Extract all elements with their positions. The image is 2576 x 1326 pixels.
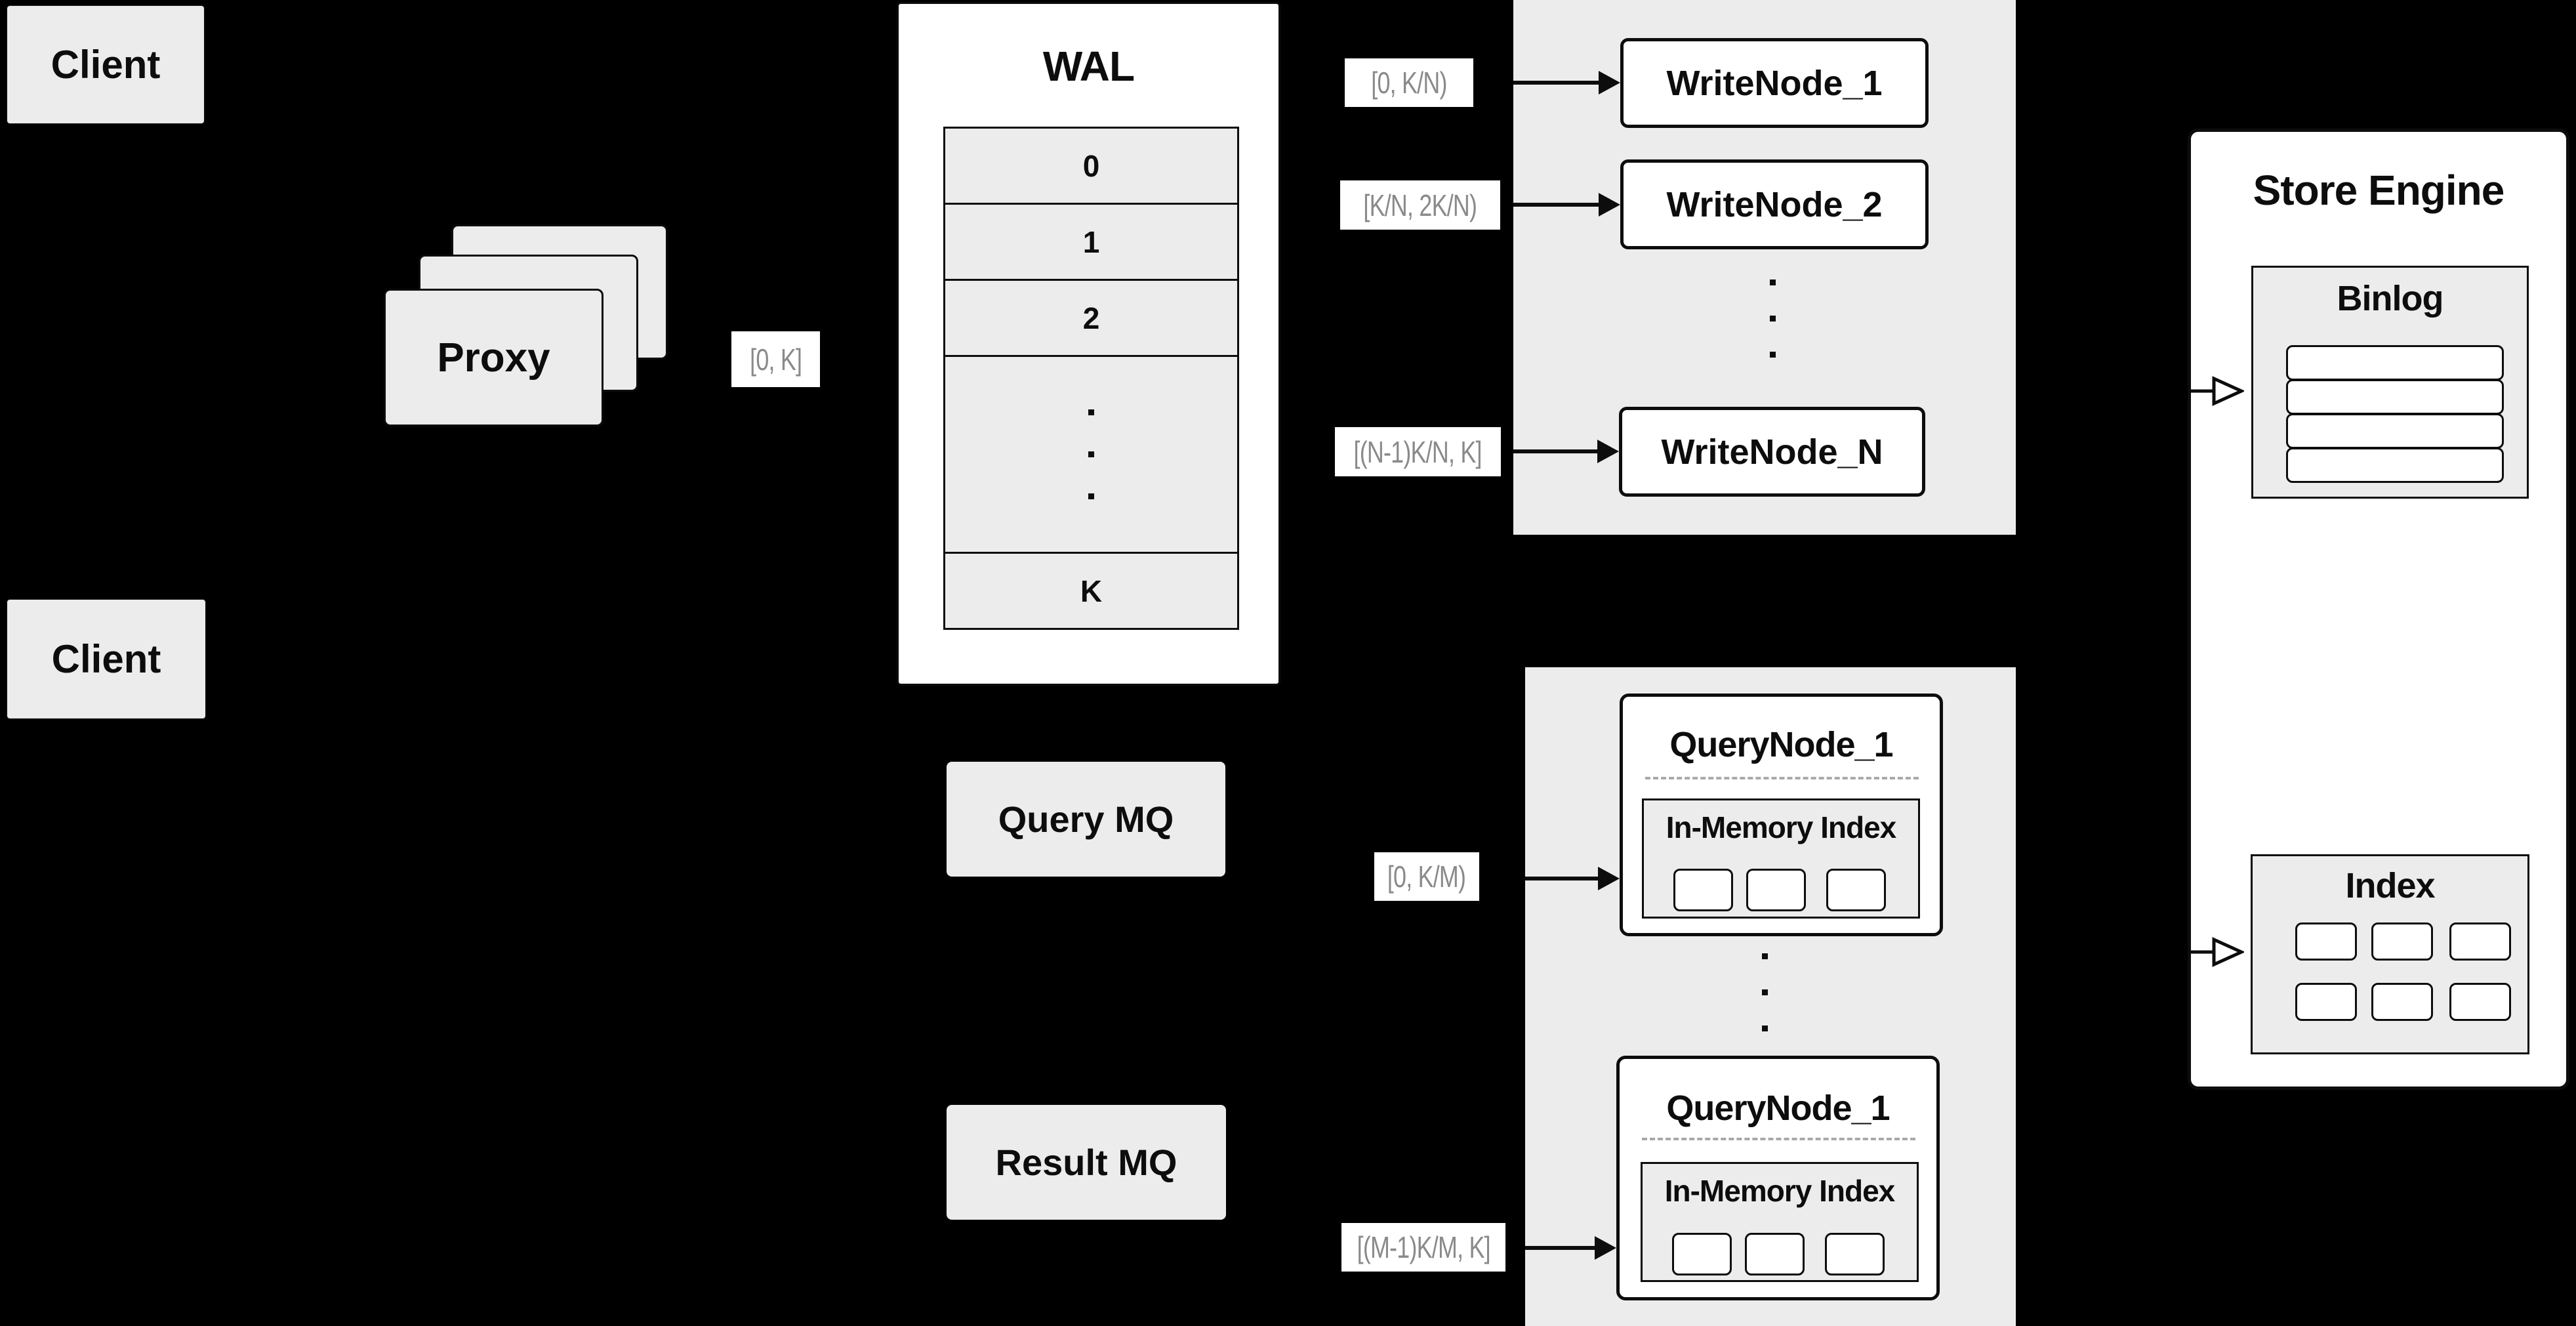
wal-row-1: 1: [945, 205, 1237, 281]
client-top-label: Client: [51, 43, 161, 87]
proxy-range-label: [0, K]: [731, 331, 820, 387]
arrow-to-writenode-2: [1513, 193, 1620, 217]
index-chip: [2449, 922, 2511, 961]
proxy-label: Proxy: [437, 335, 550, 381]
index-box: Index: [2251, 854, 2529, 1054]
store-engine-box: Store Engine Binlog Index: [2188, 129, 2569, 1090]
writenode-1-box: WriteNode_1: [1620, 38, 1929, 128]
arrow-to-querynode-m: [1525, 1236, 1616, 1260]
wal-row-2: 2: [945, 281, 1237, 357]
query-range-label-1: [0, K/M): [1374, 852, 1479, 901]
writenode-2-box: WriteNode_2: [1620, 159, 1929, 249]
index-title: Index: [2345, 866, 2435, 905]
wal-row-k: K: [1080, 573, 1103, 608]
querynode-m-title: QueryNode_1: [1666, 1088, 1890, 1128]
index-chip: [2295, 983, 2357, 1021]
client-box-bottom: Client: [6, 598, 207, 720]
querynode-m-dashed-divider: [1642, 1138, 1915, 1140]
querynode-1-box: QueryNode_1 In-Memory Index: [1620, 694, 1943, 936]
binlog-row: [2286, 379, 2504, 415]
binlog-box: Binlog: [2251, 266, 2529, 499]
binlog-row: [2286, 413, 2504, 449]
proxy-card-front: Proxy: [384, 289, 603, 426]
query-mq-box: Query MQ: [947, 762, 1225, 877]
index-chip: [2371, 983, 2433, 1021]
writenodes-ellipsis-dots: [1770, 280, 1776, 358]
wal-title: WAL: [1042, 43, 1135, 90]
binlog-row: [2286, 447, 2504, 483]
wal-row-ellipsis: [945, 357, 1237, 554]
store-engine-title: Store Engine: [2253, 167, 2505, 214]
write-range-label-n: [(N-1)K/N, K]: [1335, 427, 1501, 476]
wal-row-0: 0: [945, 129, 1237, 205]
segment-chip: [1825, 1233, 1885, 1275]
querynodes-ellipsis-dots: [1762, 953, 1768, 1031]
querynode-1-title: QueryNode_1: [1669, 725, 1893, 764]
segment-chip: [1746, 869, 1806, 911]
querynode-1-dashed-divider: [1645, 777, 1919, 779]
arrow-to-writenode-n: [1513, 440, 1619, 463]
query-range-label-m: [(M-1)K/M, K]: [1341, 1223, 1505, 1272]
write-range-label-1: [0, K/N): [1345, 58, 1473, 107]
index-chip: [2295, 922, 2357, 961]
index-chip: [2371, 922, 2433, 961]
wal-table: 0 1 2 K: [943, 127, 1239, 630]
segment-chip: [1826, 869, 1886, 911]
querynode-m-box: QueryNode_1 In-Memory Index: [1616, 1056, 1940, 1300]
arrow-to-index: [2188, 937, 2244, 967]
binlog-row: [2286, 345, 2504, 381]
client-bottom-label: Client: [51, 637, 161, 681]
querynode-m-inmemory-index: In-Memory Index: [1641, 1162, 1919, 1282]
segment-chip: [1745, 1233, 1805, 1275]
index-chip: [2449, 983, 2511, 1021]
arrow-to-binlog: [2188, 376, 2244, 406]
segment-chip: [1672, 1233, 1732, 1275]
wal-box: WAL 0 1 2 K: [897, 2, 1280, 686]
wal-ellipsis-dots: [1088, 409, 1094, 499]
inmemory-index-title-1: In-Memory Index: [1666, 810, 1897, 844]
binlog-title: Binlog: [2337, 279, 2444, 318]
querynode-1-inmemory-index: In-Memory Index: [1642, 798, 1920, 919]
segment-chip: [1673, 869, 1733, 911]
result-mq-box: Result MQ: [947, 1105, 1226, 1220]
writenode-n-box: WriteNode_N: [1619, 407, 1925, 497]
inmemory-index-title-m: In-Memory Index: [1664, 1174, 1896, 1208]
arrow-to-querynode-1: [1525, 867, 1620, 890]
client-box-top: Client: [6, 5, 205, 125]
arrow-to-writenode-1: [1513, 71, 1620, 94]
write-range-label-2: [K/N, 2K/N): [1340, 180, 1500, 230]
